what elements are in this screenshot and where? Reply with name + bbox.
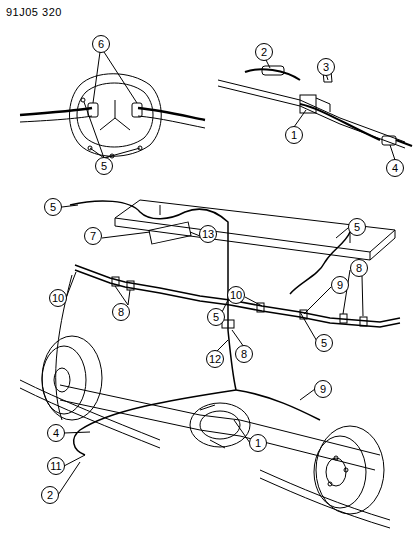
callout-number: 1 <box>249 434 267 452</box>
callout-number: 8 <box>350 259 368 277</box>
callout-number: 5 <box>315 334 333 352</box>
callout-number: 4 <box>386 159 404 177</box>
callout-number: 12 <box>206 350 224 368</box>
rear-axle <box>60 385 380 470</box>
callout-number: 10 <box>227 286 245 304</box>
brake-lines <box>56 201 400 455</box>
leaf-springs <box>20 380 390 528</box>
differential-inset <box>20 52 205 158</box>
callout-number: 7 <box>84 227 102 245</box>
brake-drums <box>42 336 384 514</box>
callout-number: 9 <box>331 276 349 294</box>
callout-number: 5 <box>95 157 113 175</box>
callout-number: 13 <box>199 225 217 243</box>
callout-number: 5 <box>44 198 62 216</box>
callout-number: 4 <box>47 424 65 442</box>
callout-number: 11 <box>47 457 65 475</box>
callout-number: 9 <box>314 380 332 398</box>
callout-number: 5 <box>348 218 366 236</box>
line-clips <box>112 222 367 328</box>
callout-number: 1 <box>285 126 303 144</box>
callout-number: 5 <box>207 308 225 326</box>
crossmember <box>115 200 395 260</box>
leader-lines <box>58 205 363 495</box>
callout-number: 2 <box>255 43 273 61</box>
callout-number: 8 <box>112 303 130 321</box>
callout-number: 6 <box>92 35 110 53</box>
callout-number: 2 <box>41 486 59 504</box>
callout-number: 8 <box>235 345 253 363</box>
callout-number: 10 <box>49 289 67 307</box>
figure-code: 91J05 320 <box>6 6 62 18</box>
hose-bracket-inset <box>218 60 412 160</box>
callout-number: 3 <box>317 58 335 76</box>
